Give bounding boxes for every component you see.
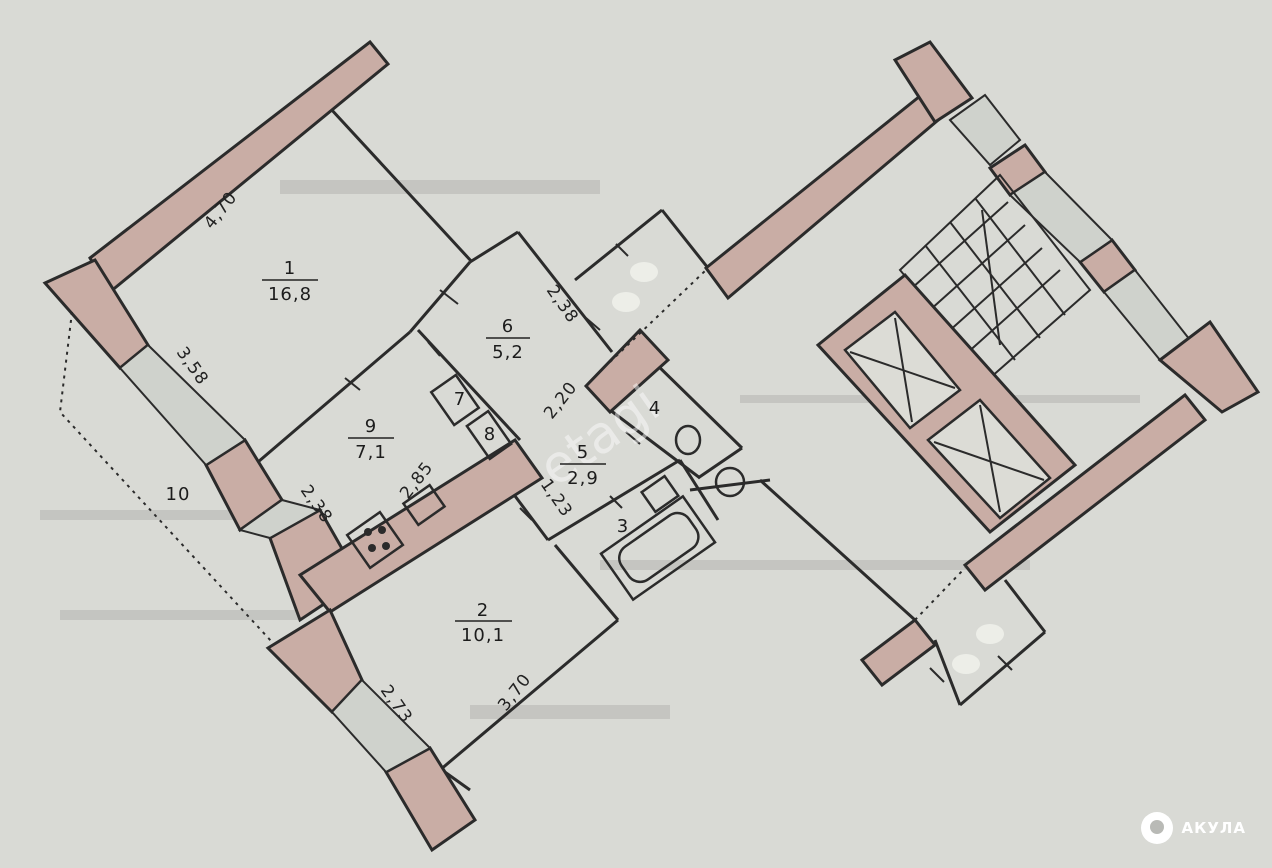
white-marks: [612, 262, 1004, 674]
shark-icon: [1141, 812, 1174, 844]
room-number: 2: [477, 600, 489, 621]
room-3-label: 3: [617, 516, 629, 537]
room-number: 5: [577, 442, 589, 463]
brand-logo: АКУЛА: [1141, 812, 1246, 844]
room-area: 16,8: [268, 284, 312, 305]
room-8-label: 8: [484, 424, 496, 445]
room-7-label: 7: [454, 389, 466, 410]
room-1-label: 1 16,8: [262, 258, 318, 305]
stair-core: [815, 142, 1261, 707]
room-9-label: 9 7,1: [348, 416, 394, 463]
room-labels: 1 16,8 2 10,1 3 4 5 2,9 6 5,2 7 8 9 7,1 …: [166, 258, 661, 646]
room-10-label: 10: [166, 484, 191, 505]
room-number: 1: [284, 258, 296, 279]
room-area: 7,1: [355, 442, 387, 463]
door-marks: [344, 243, 1013, 683]
balcony-outline: [58, 311, 273, 643]
brand-name: АКУЛА: [1181, 819, 1246, 837]
room-2-label: 2 10,1: [455, 600, 512, 646]
entrance-threshold: [609, 269, 707, 363]
room-4-label: 4: [649, 398, 661, 419]
room-number: 6: [502, 316, 514, 337]
bearing-walls: [42, 39, 975, 853]
room-area: 10,1: [461, 625, 505, 646]
kitchen-fixtures: [345, 373, 513, 570]
room-number: 9: [365, 416, 377, 437]
room-5-label: 5 2,9: [560, 442, 606, 489]
room-6-label: 6 5,2: [486, 316, 530, 363]
room-area: 5,2: [492, 342, 524, 363]
room-area: 2,9: [567, 468, 599, 489]
windows: [118, 93, 1022, 774]
bathroom-fixtures: [599, 424, 746, 602]
